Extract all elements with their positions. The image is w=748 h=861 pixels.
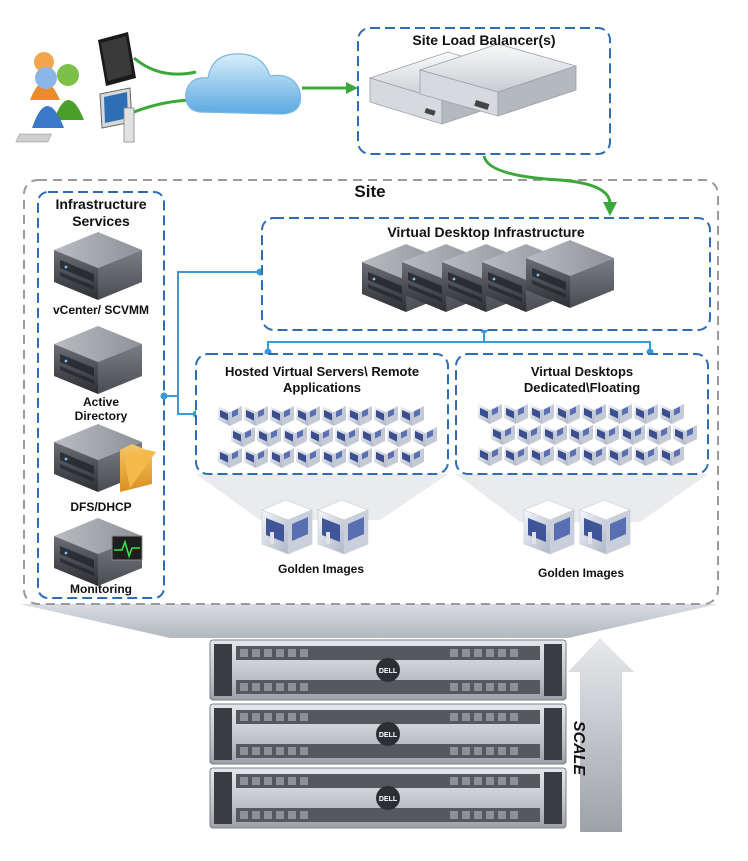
vdi-title: Virtual Desktop Infrastructure <box>387 224 585 240</box>
funnel-shape <box>20 604 718 638</box>
tablet-link <box>133 56 197 76</box>
desktops-title-2: Dedicated\Floating <box>523 380 641 395</box>
golden-image-icon <box>317 499 369 555</box>
hosted-title-2: Applications <box>282 380 361 395</box>
monitoring-label: Monitoring <box>70 582 132 596</box>
dell-badge-3: DELL <box>379 796 398 803</box>
desktops-funnel <box>456 474 708 522</box>
active-directory-label-1: Active <box>82 395 120 409</box>
cloud-to-lb-arrow <box>302 82 358 94</box>
vcenter-label: vCenter/ SCVMM <box>52 303 150 317</box>
tablet-icon <box>98 32 136 86</box>
active-directory-label-2: Directory <box>74 409 128 423</box>
golden-image-icon <box>579 499 631 555</box>
hosted-golden-label: Golden Images <box>277 562 365 576</box>
hosted-vm-grid <box>218 400 437 468</box>
dell-badge-1: DELL <box>379 668 398 675</box>
desktops-title-1: Virtual Desktops <box>530 364 634 379</box>
folder-icon <box>120 444 156 492</box>
dell-badge-2: DELL <box>379 732 398 739</box>
dfs-dhcp-label: DFS/DHCP <box>70 500 132 514</box>
infrastructure-box <box>37 191 165 599</box>
scale-arrow-icon <box>568 638 634 832</box>
infrastructure-title-1: Infrastructure <box>55 196 147 212</box>
desktops-golden-label: Golden Images <box>537 566 625 580</box>
desktop-pc-icon <box>15 87 135 143</box>
vdi-server-stack <box>362 240 614 312</box>
users-icon <box>30 52 84 128</box>
hosted-title-1: Hosted Virtual Servers\ Remote <box>224 364 420 379</box>
monitor-graph-icon <box>111 535 143 561</box>
scale-label: SCALE <box>570 721 587 777</box>
site-title: Site <box>354 182 386 201</box>
desktop-vm-grid <box>478 398 697 466</box>
load-balancer-title: Site Load Balancer(s) <box>412 32 556 48</box>
cloud-icon <box>185 53 302 115</box>
lb-to-vdi-arrow <box>482 155 617 216</box>
golden-image-icon <box>261 499 313 555</box>
golden-image-icon <box>523 499 575 555</box>
hosted-funnel <box>196 474 448 520</box>
rack-server-icon <box>368 43 578 125</box>
infrastructure-title-2: Services <box>72 213 130 229</box>
